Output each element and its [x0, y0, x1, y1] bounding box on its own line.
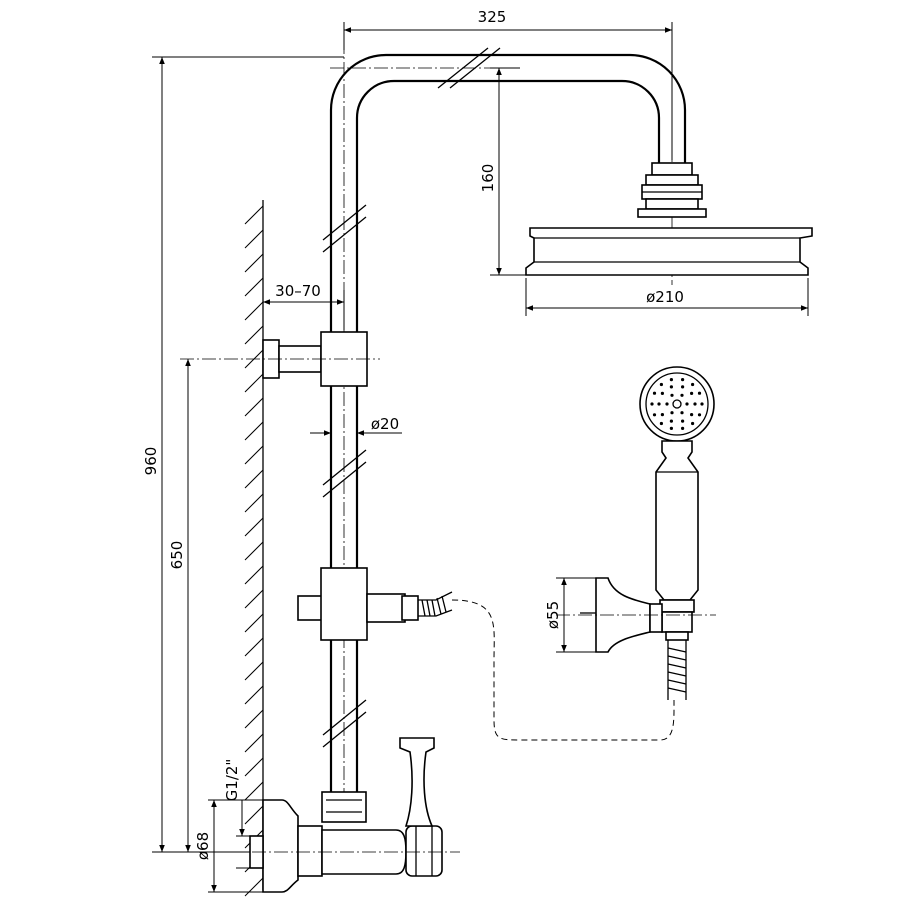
wall-bracket: [180, 331, 380, 387]
nozzle-dot: [685, 402, 689, 406]
dimension-lines: [152, 22, 809, 893]
nozzle-dot: [670, 393, 674, 397]
nozzle-dot: [681, 378, 685, 382]
wall-hatch-line: [244, 685, 264, 705]
dim-arm-reach: 325: [478, 8, 507, 26]
dim-wall-offset: 30–70: [275, 282, 321, 300]
wall-hatch-line: [244, 205, 264, 225]
wall-hatch-line: [244, 661, 264, 681]
nozzle-dot: [669, 426, 674, 430]
mixer-valve: [230, 737, 460, 893]
dim-thread: G1/2": [223, 759, 241, 802]
nozzle-dot: [697, 413, 702, 417]
wall-hatch-line: [244, 565, 264, 585]
wall-hatch-line: [244, 877, 264, 897]
nozzle-dot: [659, 382, 664, 387]
wall: [244, 200, 264, 897]
nozzle-dot: [697, 391, 702, 395]
nozzle-dot: [700, 402, 704, 406]
nozzle-dot: [650, 402, 654, 406]
wall-hatch-line: [244, 469, 264, 489]
nozzle-dot: [652, 391, 657, 395]
nozzle-dot: [681, 426, 685, 430]
nozzle-dot: [693, 402, 697, 406]
wall-hatch-line: [244, 733, 264, 753]
nozzle-dot: [669, 385, 674, 389]
hand-shower: [556, 366, 716, 700]
wall-hatch-line: [244, 589, 264, 609]
wall-hatch-line: [244, 421, 264, 441]
wall-hatch-line: [244, 781, 264, 801]
nozzle-dot: [691, 421, 695, 426]
nozzle-dot: [690, 413, 694, 417]
wall-hatch-line: [244, 517, 264, 537]
wall-hatch-line: [244, 493, 264, 513]
wall-hatch-line: [244, 541, 264, 561]
nozzle-dot: [660, 391, 665, 395]
shower-head: [525, 162, 813, 276]
nozzle-dot: [680, 411, 684, 415]
dim-arm-height: 160: [479, 164, 497, 193]
wall-hatch-line: [244, 229, 264, 249]
nozzle-dot: [669, 378, 674, 382]
nozzle-dot: [680, 393, 684, 397]
nozzle-dot: [657, 402, 661, 406]
nozzle-dot: [681, 385, 685, 389]
wall-hatch-line: [244, 253, 264, 273]
wall-hatch-line: [244, 301, 264, 321]
nozzle-dot: [659, 421, 664, 426]
wall-hatch-line: [244, 397, 264, 417]
wall-hatch-line: [244, 613, 264, 633]
wall-hatch-line: [244, 445, 264, 465]
wall-hatch-line: [244, 277, 264, 297]
dim-pipe-diameter: ø20: [371, 415, 399, 433]
nozzle-dot: [660, 413, 665, 417]
wall-hatch-line: [244, 709, 264, 729]
wall-hatch-line: [244, 757, 264, 777]
dim-total-height: 960: [142, 447, 160, 476]
dim-bracket-height: 650: [168, 541, 186, 570]
nozzle-dot: [652, 413, 657, 417]
dim-head-diameter: ø210: [646, 288, 684, 306]
riser-pipe: [322, 40, 687, 815]
nozzle-dot: [691, 382, 695, 387]
wall-hatch-line: [244, 637, 264, 657]
dim-holder-diameter: ø55: [544, 601, 562, 629]
nozzle-dot: [669, 419, 674, 423]
nozzle-dot: [690, 391, 694, 395]
wall-hatch-line: [244, 805, 264, 825]
nozzle-dot: [665, 402, 669, 406]
wall-hatch-line: [244, 373, 264, 393]
nozzle-dot: [681, 419, 685, 423]
dim-escutcheon-diameter: ø68: [194, 832, 212, 860]
wall-hatch-line: [244, 325, 264, 345]
column-diverter: [297, 567, 675, 741]
nozzle-dot: [670, 411, 674, 415]
